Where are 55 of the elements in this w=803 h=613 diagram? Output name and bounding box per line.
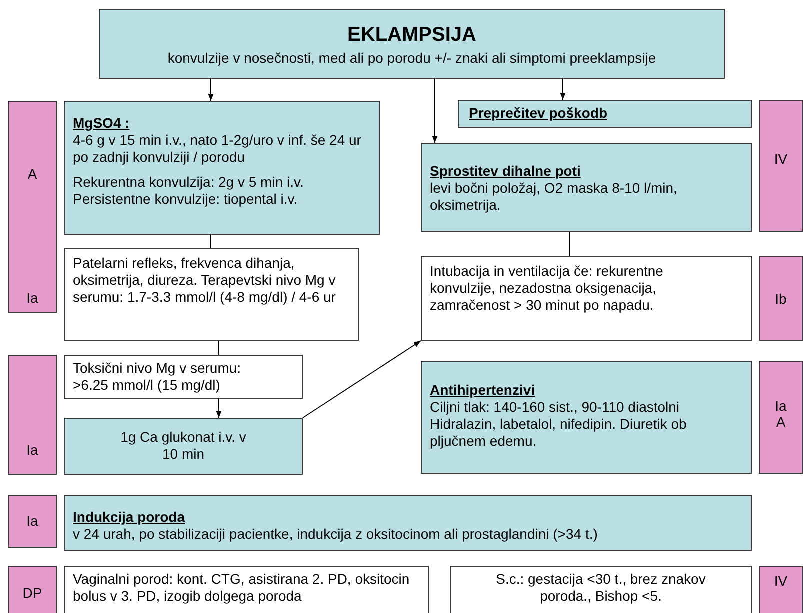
- box-text: v 24 urah, po stabilizaciji pacientke, indukcija z oksitocinom ali prostaglandini (>34 t.): [73, 526, 599, 543]
- box-heading: Indukcija poroda: [73, 509, 186, 526]
- evidence-level: Ia: [774, 398, 788, 415]
- box-text: 1g Ca glukonat i.v. v 10 min: [120, 429, 248, 463]
- process-box: [64, 566, 429, 613]
- process-box: [64, 248, 359, 341]
- evidence-level-bar: [8, 495, 57, 548]
- box-heading: EKLAMPSIJA: [346, 23, 478, 48]
- connector-line: [218, 340, 220, 356]
- box-text: levi bočni položaj, O2 maska 8-10 l/min, oksimetrija.: [430, 180, 678, 214]
- evidence-level-bar: [8, 566, 57, 613]
- evidence-level: A: [775, 414, 787, 431]
- box-text: Vaginalni porod: kont. CTG, asistirana 2. PD, oksitocin bolus v 3. PD, izogib dolgega poroda: [73, 571, 411, 605]
- evidence-level-bar: [759, 566, 803, 613]
- title-box: [99, 9, 725, 79]
- box-heading: Sprostitev dihalne poti: [430, 163, 581, 180]
- process-box: [64, 495, 752, 551]
- evidence-level: Ia: [26, 442, 40, 459]
- process-box: [450, 566, 752, 613]
- evidence-level-bar: [759, 361, 803, 474]
- box-text: Patelarni refleks, frekvenca dihanja, oksimetrija, diureza. Terapevtski nivo Mg v serumu: 1.7-3.3 mmol/l (4-8 mg/dl) / 4-6 ur: [73, 255, 337, 306]
- box-text: 4-6 g v 15 min i.v., nato 1-2g/uro v inf. še 24 ur po zadnji konvulziji / porodu: [73, 132, 362, 166]
- process-box: [64, 101, 380, 235]
- box-heading: Preprečitev poškodb: [469, 105, 608, 122]
- process-box: [421, 361, 752, 474]
- box-text: Ciljni tlak: 140-160 sist., 90-110 diastolni Hidralazin, labetalol, nifedipin. Diuretik ob pljučnem edemu.: [430, 399, 688, 450]
- box-heading: Antihipertenzivi: [430, 382, 536, 399]
- evidence-level: IV: [773, 573, 789, 590]
- process-box: [64, 418, 303, 475]
- evidence-level: A: [26, 166, 38, 183]
- process-box: [458, 100, 752, 128]
- box-text: S.c.: gestacija <30 t., brez znakov poroda., Bishop <5.: [495, 571, 707, 605]
- process-box: [421, 256, 752, 341]
- evidence-level-bar: [8, 101, 57, 313]
- arrow: [208, 78, 214, 102]
- evidence-level-bar: [759, 256, 803, 341]
- evidence-level: Ia: [26, 513, 40, 530]
- box-text: Rekurentna konvulzija: 2g v 5 min i.v. Persistentne konvulzije: tiopental i.v.: [73, 174, 305, 208]
- arrow: [216, 398, 222, 418]
- box-text: konvulzije v nosečnosti, med ali po porodu +/- znaki ali simptomi preeklampsije: [166, 50, 658, 67]
- evidence-level-bar: [8, 355, 57, 475]
- process-box: [421, 143, 752, 232]
- evidence-level: DP: [22, 585, 44, 602]
- evidence-level: IV: [773, 151, 789, 168]
- arrow: [432, 78, 438, 144]
- arrow: [302, 340, 422, 418]
- evidence-level: Ia: [26, 290, 40, 307]
- arrow: [560, 78, 566, 100]
- evidence-level: Ib: [774, 291, 788, 308]
- box-text: Toksični nivo Mg v serumu: >6.25 mmol/l (15 mg/dl): [73, 360, 242, 394]
- evidence-level-bar: [759, 100, 803, 232]
- connector-line: [210, 234, 212, 248]
- process-box: [64, 355, 303, 399]
- box-heading: MgSO4 :: [73, 115, 131, 132]
- box-text: Intubacija in ventilacija če: rekurentne konvulzije, nezadostna oksigenacija, zamračenost > 30 minut po napadu.: [430, 263, 664, 314]
